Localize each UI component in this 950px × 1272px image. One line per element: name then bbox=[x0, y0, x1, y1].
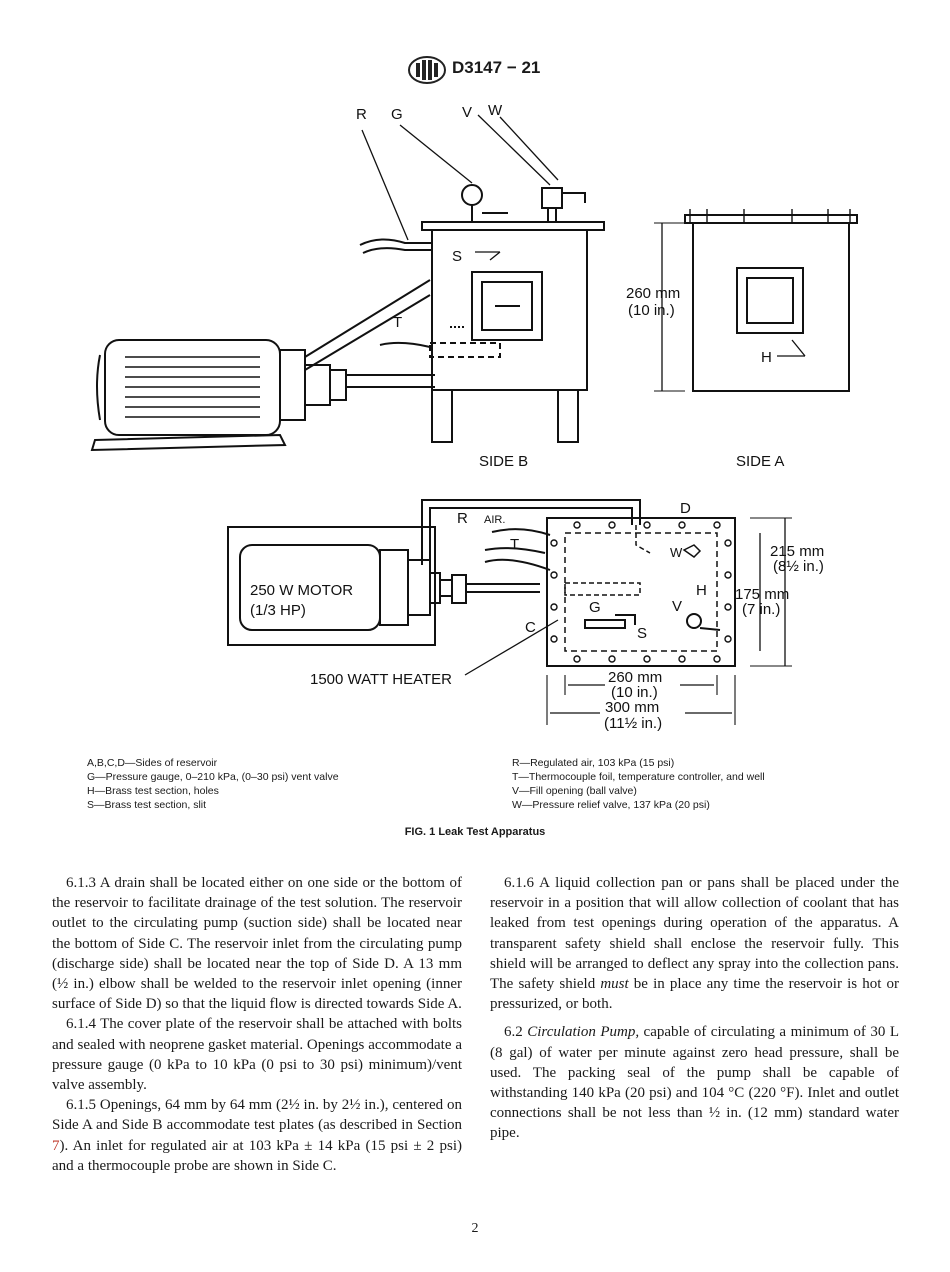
leak-test-apparatus-figure: R G V W S T H 260 mm (10 in.) SIDE B SID… bbox=[90, 102, 858, 732]
motor-label: 250 W MOTOR bbox=[250, 582, 353, 599]
dim-260b-label: 260 mm bbox=[608, 669, 662, 686]
figure-caption: FIG. 1 Leak Test Apparatus bbox=[404, 826, 546, 838]
page-number: 2 bbox=[471, 1221, 479, 1236]
legend-item: H—Brass test section, holes bbox=[87, 785, 219, 797]
motor-hp-label: (1/3 HP) bbox=[250, 602, 306, 619]
legend-item: G—Pressure gauge, 0–210 kPa, (0–30 psi) … bbox=[87, 771, 339, 783]
side-b-label: SIDE B bbox=[479, 453, 528, 470]
label-h-plan: H bbox=[696, 582, 707, 599]
dim-260-label: 260 mm bbox=[626, 285, 680, 302]
document-id: D3147 − 21 bbox=[452, 58, 541, 77]
label-s-plan: S bbox=[637, 625, 647, 642]
dim-215-in-label: (8½ in.) bbox=[773, 558, 824, 575]
dim-175-in-label: (7 in.) bbox=[742, 601, 780, 618]
dim-260b-in-label: (10 in.) bbox=[611, 684, 658, 701]
dim-300-in-label: (11½ in.) bbox=[604, 715, 662, 732]
paragraph-6-2: 6.2 Circulation Pump, capable of circula… bbox=[490, 1024, 900, 1142]
label-t: T bbox=[393, 314, 402, 331]
label-v-plan: V bbox=[672, 598, 682, 615]
label-d: D bbox=[680, 500, 691, 517]
figure-legend-left: A,B,C,D—Sides of reservoir G—Pressure ga… bbox=[87, 756, 339, 812]
label-r: R bbox=[356, 106, 367, 123]
section-7-link[interactable]: 7 bbox=[52, 1137, 60, 1154]
paragraph-6-1-4: 6.1.4 The cover plate of the reservoir s… bbox=[52, 1016, 462, 1094]
label-t-plan: T bbox=[510, 536, 519, 553]
label-v: V bbox=[462, 104, 472, 121]
label-g: G bbox=[391, 106, 403, 123]
label-r-plan: R bbox=[457, 510, 468, 527]
reservoir-plan bbox=[546, 517, 736, 667]
legend-item: V—Fill opening (ball valve) bbox=[512, 785, 637, 797]
legend-item: W—Pressure relief valve, 137 kPa (20 psi… bbox=[512, 799, 710, 811]
dim-215-label: 215 mm bbox=[770, 543, 824, 560]
body-column-right: 6.1.6 A liquid collection pan or pans sh… bbox=[490, 873, 899, 1144]
legend-item: A,B,C,D—Sides of reservoir bbox=[87, 757, 218, 769]
side-a-label: SIDE A bbox=[736, 453, 784, 470]
legend-item: S—Brass test section, slit bbox=[87, 799, 207, 811]
label-g-plan: G bbox=[589, 599, 601, 616]
page-header: D3147 − 21 bbox=[0, 52, 950, 88]
label-w: W bbox=[488, 102, 503, 119]
label-s: S bbox=[452, 248, 462, 265]
dim-260-in-label: (10 in.) bbox=[628, 302, 675, 319]
heater-label: 1500 WATT HEATER bbox=[310, 671, 452, 688]
label-c: C bbox=[525, 619, 536, 636]
label-h-side-a: H bbox=[761, 349, 772, 366]
label-air: AIR. bbox=[484, 514, 505, 526]
astm-logo-icon bbox=[408, 56, 446, 84]
legend-item: T—Thermocouple foil, temperature control… bbox=[512, 771, 765, 783]
figure-legend-right: R—Regulated air, 103 kPa (15 psi) T—Ther… bbox=[512, 756, 765, 812]
label-w-plan: W bbox=[670, 545, 683, 560]
body-column-left: 6.1.3 A drain shall be located either on… bbox=[52, 873, 462, 1176]
dim-175-label: 175 mm bbox=[735, 586, 789, 603]
paragraph-6-1-5: 6.1.5 Openings, 64 mm by 64 mm (2½ in. b… bbox=[52, 1097, 462, 1174]
paragraph-6-1-6: 6.1.6 A liquid collection pan or pans sh… bbox=[490, 875, 899, 1013]
paragraph-6-1-3: 6.1.3 A drain shall be located either on… bbox=[52, 875, 462, 1013]
legend-item: R—Regulated air, 103 kPa (15 psi) bbox=[512, 757, 675, 769]
motor-plan bbox=[227, 526, 436, 646]
dim-300-label: 300 mm bbox=[605, 699, 659, 716]
